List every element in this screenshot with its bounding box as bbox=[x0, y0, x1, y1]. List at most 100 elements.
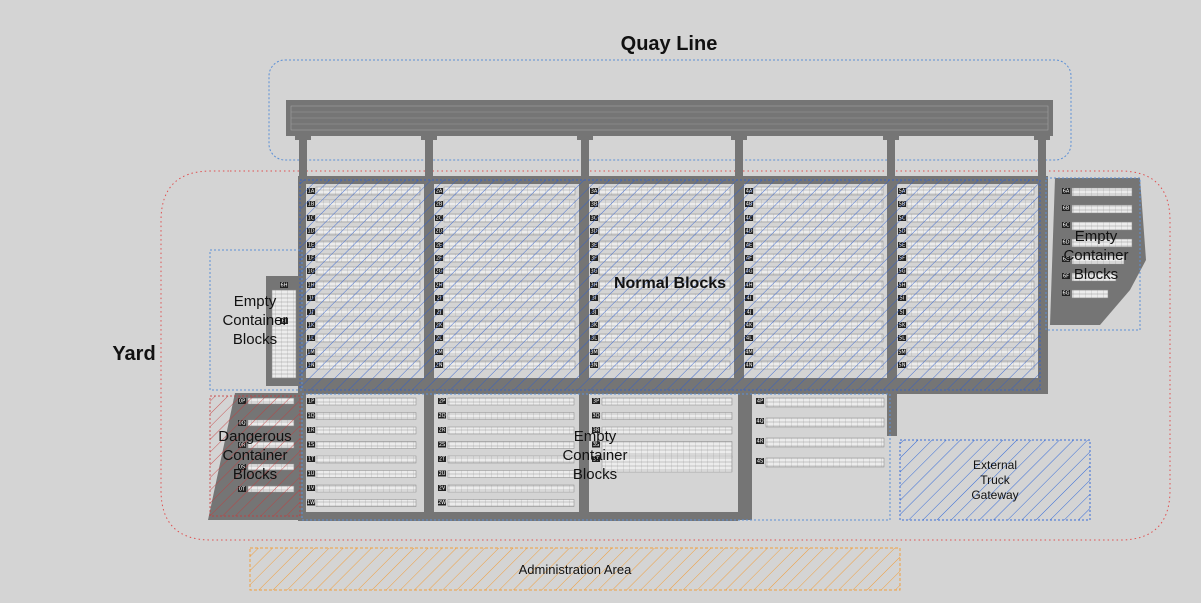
block-tag-1T: 1T bbox=[307, 456, 315, 463]
svg-text:3Q: 3Q bbox=[592, 413, 599, 419]
svg-text:1U: 1U bbox=[308, 471, 315, 477]
svg-text:2P: 2P bbox=[439, 399, 445, 405]
svg-text:3S: 3S bbox=[593, 442, 599, 448]
block-tag-6A: 6A bbox=[1062, 188, 1070, 195]
svg-text:2Q: 2Q bbox=[438, 413, 445, 419]
stack-block bbox=[315, 441, 417, 449]
block-tag-3P: 3P bbox=[592, 398, 600, 405]
svg-text:2S: 2S bbox=[439, 442, 445, 448]
svg-text:4Q: 4Q bbox=[756, 419, 763, 425]
block-tag-6I: 6I bbox=[280, 318, 288, 325]
block-tag-2S: 2S bbox=[438, 441, 446, 448]
dangerous-blocks-zone bbox=[209, 395, 301, 517]
empty-right-label: Empty Container Blocks bbox=[1063, 228, 1129, 283]
stack-block bbox=[447, 484, 575, 493]
svg-text:6E: 6E bbox=[1063, 257, 1069, 263]
svg-text:3P: 3P bbox=[593, 399, 599, 405]
stack-block bbox=[315, 426, 417, 435]
svg-text:6F: 6F bbox=[1063, 274, 1069, 280]
block-tag-6E: 6E bbox=[1062, 256, 1070, 263]
block-tag-2T: 2T bbox=[438, 456, 446, 463]
normal-blocks-zone bbox=[299, 179, 1041, 391]
block-tag-2U: 2U bbox=[438, 470, 446, 477]
block-tag-3T: 3T bbox=[592, 456, 600, 463]
block-tag-1U: 1U bbox=[307, 470, 315, 477]
svg-text:2T: 2T bbox=[439, 457, 446, 463]
quay-leg-cap bbox=[731, 132, 747, 140]
svg-text:1W: 1W bbox=[307, 500, 315, 506]
block-tag-1P: 1P bbox=[307, 398, 315, 405]
block-tag-4R: 4R bbox=[756, 438, 764, 445]
quay-leg-cap bbox=[421, 132, 437, 140]
stack-block bbox=[601, 397, 733, 406]
block-tag-4P: 4P bbox=[756, 398, 764, 405]
stack-block bbox=[1071, 289, 1109, 299]
empty-left-label: Empty Container Blocks bbox=[222, 293, 288, 348]
quay-access-leg bbox=[887, 136, 895, 178]
quay-crane-rail bbox=[286, 100, 1053, 136]
stack-block bbox=[601, 426, 733, 435]
stack-block bbox=[447, 455, 575, 464]
svg-text:6H: 6H bbox=[281, 283, 288, 289]
stack-block bbox=[1071, 187, 1133, 197]
stack-block bbox=[601, 412, 733, 420]
stack-block bbox=[1071, 204, 1133, 214]
quay-access-leg bbox=[425, 136, 433, 178]
svg-text:2R: 2R bbox=[439, 428, 446, 434]
block-tag-6G: 6G bbox=[1062, 290, 1070, 297]
svg-text:2W: 2W bbox=[438, 500, 446, 506]
stack-block bbox=[315, 412, 417, 420]
svg-text:3R: 3R bbox=[593, 428, 600, 434]
block-tag-6D: 6D bbox=[1062, 239, 1070, 246]
stack-block bbox=[1071, 255, 1125, 265]
svg-text:1T: 1T bbox=[308, 457, 315, 463]
admin-area-label: Administration Area bbox=[518, 562, 632, 577]
quay-line-title: Quay Line bbox=[620, 33, 718, 55]
quay-leg-cap bbox=[577, 132, 593, 140]
svg-text:1R: 1R bbox=[308, 428, 315, 434]
stack-block bbox=[271, 289, 297, 379]
stack-block bbox=[447, 441, 575, 449]
svg-text:6I: 6I bbox=[282, 319, 287, 325]
stack-block bbox=[315, 499, 417, 507]
quay-access-leg bbox=[299, 136, 307, 178]
stack-block bbox=[765, 457, 885, 468]
empty-right-zone-outline bbox=[1045, 177, 1141, 331]
block-tag-1Q: 1Q bbox=[307, 412, 315, 419]
stack-block bbox=[447, 412, 575, 420]
block-tag-6B: 6B bbox=[1062, 205, 1070, 212]
stack-block bbox=[765, 417, 885, 428]
quay-access-leg bbox=[1038, 136, 1046, 178]
quay-access-leg bbox=[581, 136, 589, 178]
svg-text:3T: 3T bbox=[593, 457, 600, 463]
block-tag-6F: 6F bbox=[1062, 273, 1070, 280]
svg-text:6C: 6C bbox=[1063, 223, 1070, 229]
stack-block bbox=[315, 455, 417, 464]
svg-text:6D: 6D bbox=[1062, 240, 1069, 246]
block-tag-4S: 4S bbox=[756, 458, 764, 465]
block-tag-3S: 3S bbox=[592, 441, 600, 448]
stack-block bbox=[447, 426, 575, 435]
svg-text:1P: 1P bbox=[308, 399, 314, 405]
stack-block bbox=[1071, 238, 1133, 248]
gateway-zone bbox=[899, 439, 1091, 521]
block-tag-1V: 1V bbox=[307, 485, 315, 492]
svg-text:4S: 4S bbox=[757, 459, 763, 465]
stack-block bbox=[1071, 221, 1133, 231]
stack-block bbox=[765, 437, 885, 448]
normal-blocks-label: Normal Blocks bbox=[613, 275, 727, 292]
quay-access-roads bbox=[295, 132, 1050, 178]
empty-left-zone-outline bbox=[209, 249, 303, 391]
block-tag-2R: 2R bbox=[438, 427, 446, 434]
svg-text:6B: 6B bbox=[1063, 206, 1070, 212]
quay-leg-cap bbox=[1034, 132, 1050, 140]
stack-block bbox=[315, 470, 417, 478]
block-tag-2W: 2W bbox=[438, 499, 446, 506]
quay-access-leg bbox=[735, 136, 743, 178]
block-tag-2V: 2V bbox=[438, 485, 446, 492]
stack-block bbox=[601, 455, 733, 473]
block-tag-1W: 1W bbox=[307, 499, 315, 506]
stack-block bbox=[447, 397, 575, 406]
svg-text:4R: 4R bbox=[757, 439, 764, 445]
